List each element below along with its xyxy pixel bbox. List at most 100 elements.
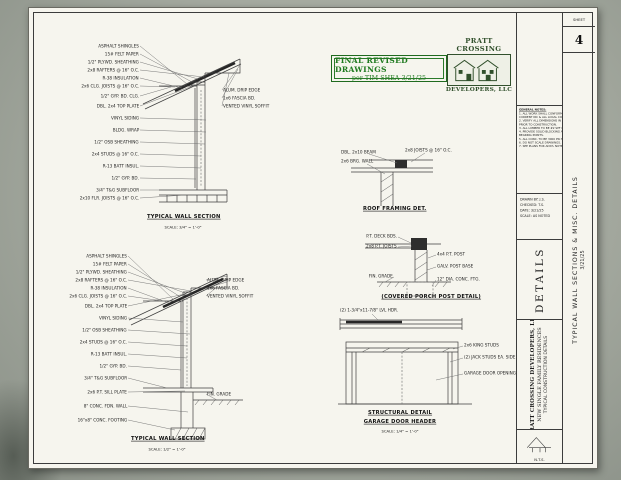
callout: 2x8 JOISTS @ 16" O.C.: [405, 147, 452, 153]
callout: DBL. 2x4 TOP PLATE: [84, 303, 127, 309]
mini-detail-sketch: [526, 436, 551, 452]
callout: GALV. POST BASE: [437, 263, 474, 269]
meta-line: CHECKED: T.S.: [520, 202, 545, 207]
detail-scale: SCALE: 1/4" = 1'-0": [381, 429, 419, 434]
callout: VINYL SIDING: [110, 115, 139, 121]
wall-section-b: ASPHALT SHINGLES 15# FELT PAPER 1/2" PLY…: [69, 246, 254, 454]
callout: ALUM. DRIP EDGE: [207, 277, 245, 283]
sheet-strip-date: 3/21/25: [580, 249, 586, 270]
note-line: 3. ALL LUMBER TO BE #2 SPF OR BTR.: [519, 126, 562, 130]
roof-framing-detail: DBL. 2x10 BEAM 2x6 BRG. WALL 2x8 JOISTS …: [339, 147, 452, 220]
detail-scale: SCALE: 3/4" = 1'-0": [164, 225, 202, 230]
drawing-sheet: FINAL REVISED DRAWINGS per TIM SHEA 3/21…: [28, 7, 598, 469]
border-frame: [33, 12, 593, 464]
callout: P.T. DECK BDS.: [366, 233, 397, 239]
callout: (2) JACK STUDS EA. SIDE: [464, 354, 516, 360]
notes-title: GENERAL NOTES:: [519, 108, 547, 112]
sheet-number-strip: SHEET 4 TYPICAL WALL SECTIONS & MISC. DE…: [563, 12, 595, 466]
sheet-strip-title: TYPICAL WALL SECTIONS & MISC. DETAILS: [572, 175, 579, 344]
callout: 16"x8" CONC. FOOTING: [77, 417, 127, 423]
callout: 2x6 CLG. JOISTS @ 16" O.C.: [81, 83, 139, 89]
detail-caption: TYPICAL WALL SECTION: [131, 436, 205, 442]
project-desc: TYPICAL CONSTRUCTION DETAILS: [544, 335, 550, 414]
revision-stamp: FINAL REVISED DRAWINGS per TIM SHEA 3/21…: [331, 55, 447, 82]
titleblock-sketch-box: N.T.S.: [517, 430, 562, 466]
note-line: 7. SEE PLANS FOR ADD'L NOTES.: [519, 144, 562, 148]
callout: 2x6 CLG. JOISTS @ 16" O.C.: [69, 293, 127, 299]
project-name: NEW SINGLE FAMILY RESIDENCES: [537, 327, 544, 422]
revision-stamp-inner: FINAL REVISED DRAWINGS per TIM SHEA 3/21…: [334, 55, 444, 82]
callout: 2x8 RAFTERS @ 16" O.C.: [75, 277, 127, 283]
callout: 2x4 STUDS @ 16" O.C.: [91, 151, 139, 157]
wall-section-b-drawing: [127, 255, 243, 440]
callout: R-13 BATT INSUL.: [102, 163, 139, 169]
detail-caption: ROOF FRAMING DET.: [363, 206, 427, 212]
callout: 12" DIA. CONC. FTG.: [437, 276, 480, 282]
firm-name: PRATT CROSSING DEVELOPERS, LLC: [530, 320, 537, 430]
callout: BLDG. WRAP: [112, 127, 139, 133]
callout: 1/2" GYP. BD. CLG.: [100, 93, 139, 99]
meta-line: DATE: 3/21/25: [520, 208, 544, 213]
meta-line: DRAWN BY: J.S.: [520, 197, 545, 202]
titleblock-meta-box: DRAWN BY: J.S. CHECKED: T.S. DATE: 3/21/…: [517, 194, 562, 240]
callout: FIN. GRADE: [368, 273, 393, 279]
callout: 15# FELT PAPER: [93, 261, 127, 267]
callout: VINYL SIDING: [98, 315, 127, 321]
note-line: BEARING POINTS.: [519, 133, 544, 138]
meta-line: SCALE: AS NOTED: [520, 213, 551, 218]
sheet-title-strip: TYPICAL WALL SECTIONS & MISC. DETAILS 3/…: [563, 53, 595, 466]
callout: 8" CONC. FDN. WALL: [83, 403, 127, 409]
callout: ASPHALT SHINGLES: [98, 43, 139, 49]
note-line: 1. ALL WORK SHALL CONFORM TO THE: [519, 111, 562, 116]
porch-post-drawing: [365, 236, 451, 297]
logo-title: PRATT CROSSING: [456, 37, 502, 53]
note-line: 6. DO NOT SCALE DRAWINGS.: [519, 140, 561, 145]
callout: 4x4 P.T. POST: [437, 251, 466, 257]
garage-header-drawing: [338, 313, 472, 405]
titleblock-divider-1: [516, 12, 517, 464]
titleblock-blank-box: [517, 12, 562, 106]
sheet-label-box: SHEET: [563, 12, 595, 27]
callout: 1/2" PLYWD. SHEATHING: [75, 269, 127, 275]
stamp-line1: FINAL REVISED DRAWINGS: [335, 55, 409, 74]
note-line: 4. PROVIDE SOLID BLOCKING AT ALL: [519, 129, 562, 134]
logo-subtitle: DEVELOPERS, LLC: [445, 87, 513, 93]
callout: 15# FELT PAPER: [105, 51, 139, 57]
callout: R-38 INSULATION: [90, 285, 127, 291]
sheet-number-box: 4: [563, 27, 595, 53]
detail-caption: TYPICAL WALL SECTION: [147, 214, 221, 220]
titleblock-notes-box: GENERAL NOTES: 1. ALL WORK SHALL CONFORM…: [517, 106, 562, 194]
porch-post-detail: P.T. DECK BDS. 2x8 P.T. JOISTS FIN. GRAD…: [349, 222, 481, 306]
detail-caption: STRUCTURAL DETAIL: [367, 410, 433, 416]
developer-logo: PRATT CROSSING DEVELOPERS, LLC: [443, 37, 515, 103]
callout: DBL. 2x10 BEAM: [341, 149, 376, 155]
callout: 2x8 P.T. JOISTS: [366, 243, 397, 249]
wall-section-a: ASPHALT SHINGLES 15# FELT PAPER 1/2" PLY…: [79, 38, 269, 238]
callout: 1x6 FASCIA BD.: [207, 285, 240, 291]
callout: R-38 INSULATION: [102, 75, 139, 81]
wall-section-a-drawing: [139, 45, 242, 203]
note-line: CURRENT IRC & ALL LOCAL CODES.: [519, 115, 562, 119]
titleblock-divider-2: [562, 12, 563, 464]
callout: 1/2" GYP. BD.: [99, 363, 127, 369]
sheet-number: 4: [574, 32, 584, 47]
callout: GARAGE DOOR OPENING: [464, 370, 517, 376]
houses-icon: [447, 54, 511, 86]
callout: 2x10 FLR. JOISTS @ 16" O.C.: [79, 195, 139, 201]
callout: R-13 BATT INSUL.: [90, 351, 127, 357]
titleblock-firm-box: PRATT CROSSING DEVELOPERS, LLC NEW SINGL…: [517, 320, 562, 430]
houses-drawing: [453, 59, 499, 82]
nts-label: N.T.S.: [534, 456, 545, 462]
callout: 2x6 P.T. SILL PLATE: [87, 389, 127, 395]
callout: 2x6 KING STUDS: [464, 342, 499, 348]
detail-scale: SCALE: 1/2" = 1'-0": [148, 447, 186, 452]
callout: (2) 1-3/4"x11-7/8" LVL HDR.: [340, 307, 399, 313]
note-line: PRIOR TO CONSTRUCTION.: [519, 122, 557, 127]
discipline-title: DETAILS: [533, 246, 546, 313]
callout: 1x6 FASCIA BD.: [223, 95, 256, 101]
callout: VENTED VINYL SOFFIT: [207, 293, 254, 299]
callout: 3/4" T&G SUBFLOOR: [96, 187, 139, 193]
callout: 1/2" OSB SHEATHING: [94, 139, 139, 145]
callout: ASPHALT SHINGLES: [86, 253, 127, 259]
drawing-meta: DRAWN BY: J.S. CHECKED: T.S. DATE: 3/21/…: [520, 197, 562, 218]
